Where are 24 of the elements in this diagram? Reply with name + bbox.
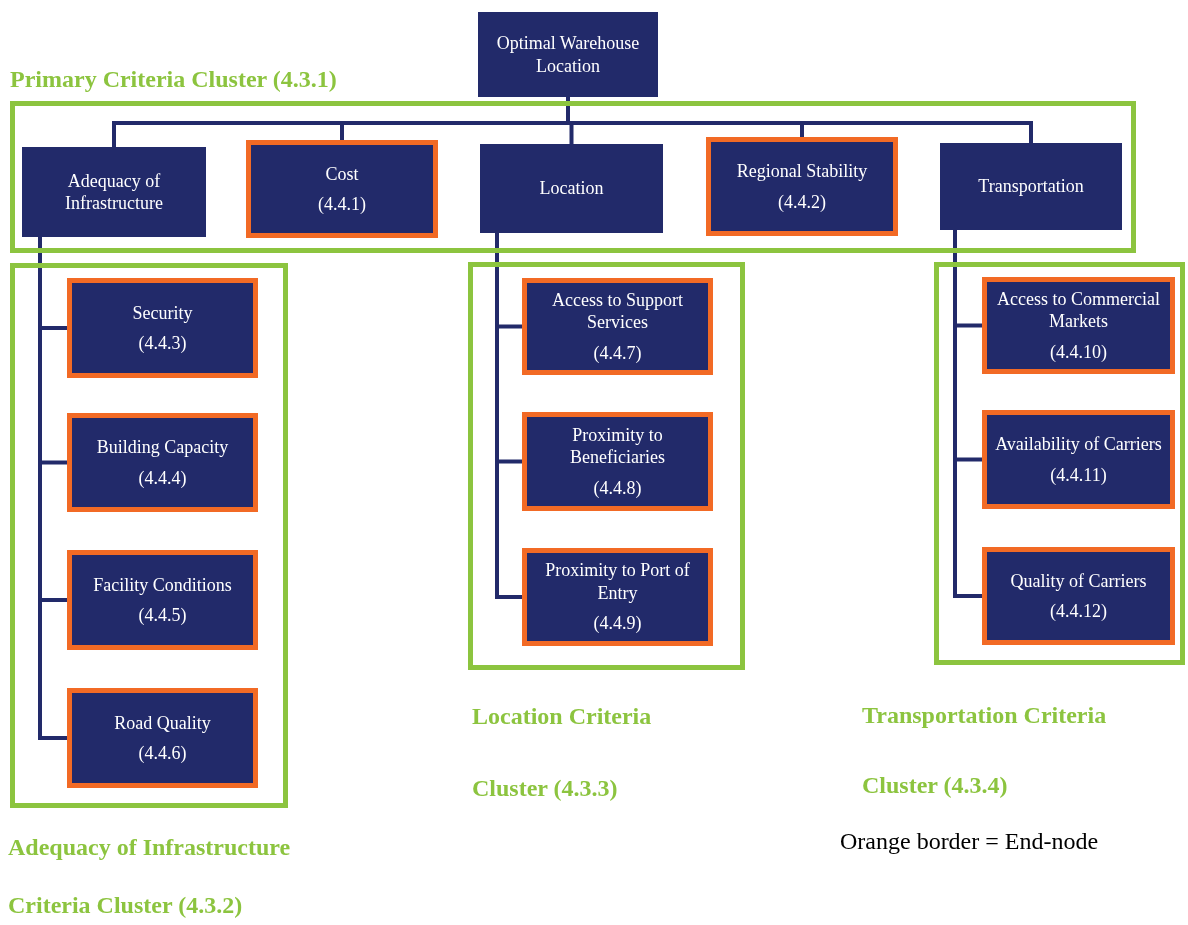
end-node-box: Access to Support Services (4.4.7) [522,278,713,375]
cluster-heading: Primary Criteria Cluster (4.3.1) [10,65,338,94]
end-node-box: Regional Stability (4.4.2) [706,137,898,236]
end-node-box: Proximity to Port of Entry (4.4.9) [522,548,713,646]
criteria-box: Transportation [940,143,1122,230]
cluster-heading: Location Criteria Cluster (4.3.3) [472,702,653,803]
end-node-box: Facility Conditions (4.4.5) [67,550,258,650]
end-node-box: Access to Commercial Markets (4.4.10) [982,277,1175,374]
connector-line [38,237,67,740]
end-node-box: Security (4.4.3) [67,278,258,378]
criteria-box: Location [480,144,663,233]
criteria-box: Optimal Warehouse Location [478,12,658,97]
end-node-box: Road Quality (4.4.6) [67,688,258,788]
connector-line [495,233,522,599]
cluster-heading: Adequacy of Infrastructure Criteria Cluster (4.3.2) [8,833,292,920]
end-node-box: Proximity to Beneficiaries (4.4.8) [522,412,713,511]
end-node-box: Building Capacity (4.4.4) [67,413,258,512]
legend-note: Orange border = End-node [840,828,1099,855]
connector-line [953,230,982,598]
criteria-box: Adequacy of Infrastructure [22,147,206,237]
end-node-box: Availability of Carriers (4.4.11) [982,410,1175,509]
cluster-heading: Transportation Criteria Cluster (4.3.4) [862,701,1108,800]
end-node-box: Cost (4.4.1) [246,140,438,238]
end-node-box: Quality of Carriers (4.4.12) [982,547,1175,645]
